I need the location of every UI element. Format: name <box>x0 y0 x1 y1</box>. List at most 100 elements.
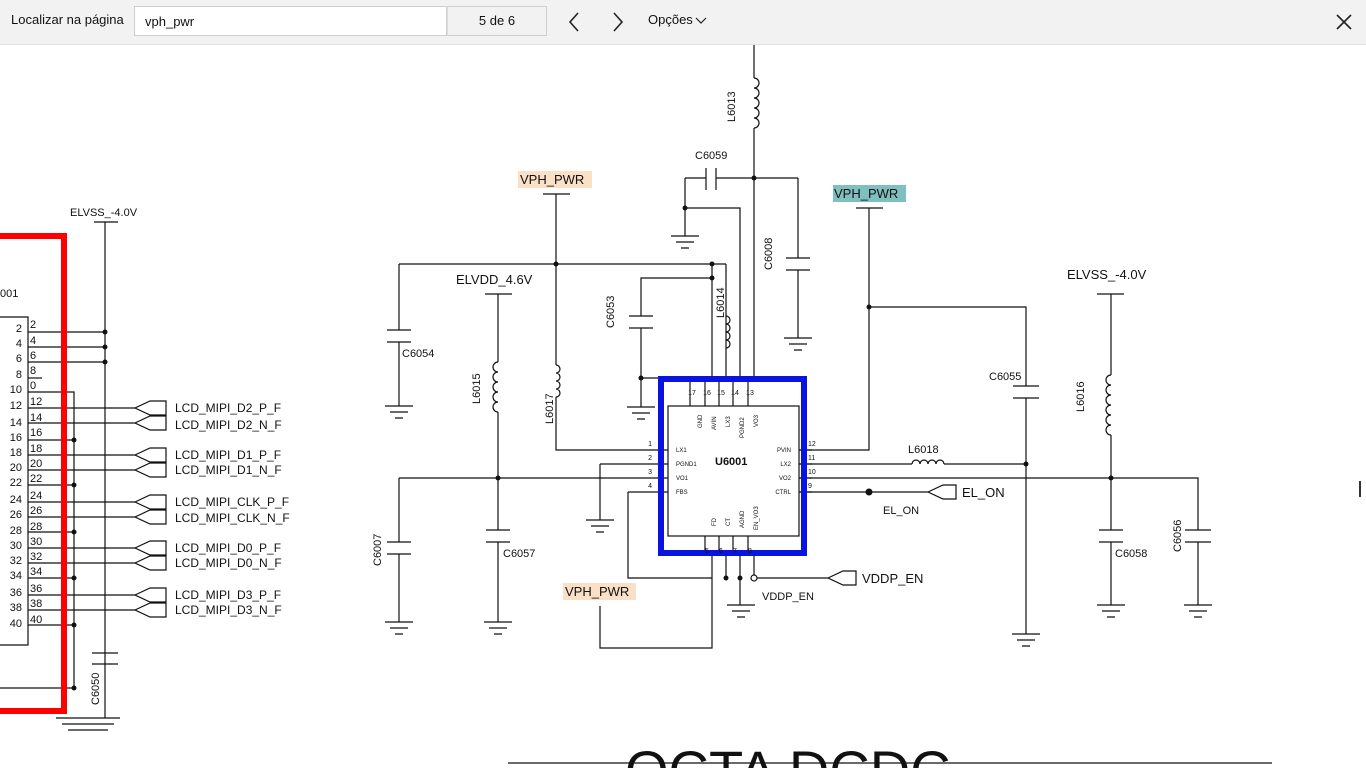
port-label-el-on: EL_ON <box>962 485 1005 500</box>
pin-right: 8 <box>30 365 36 377</box>
find-label: Localizar na página <box>11 12 124 27</box>
ref-label: C6053 <box>605 296 617 328</box>
ic-u6001: U6001 17 16 15 14 13 5 6 7 8 GND AVIN LX… <box>648 390 816 555</box>
pin-left: 2 <box>16 323 22 335</box>
pin-right: 20 <box>30 458 42 470</box>
pin-right: 26 <box>30 505 42 517</box>
pin-left: 20 <box>10 462 22 474</box>
component-labels: C6050 C6054 C6053 C6059 C6008 C6055 C605… <box>90 91 1184 705</box>
signal-label: LCD_MIPI_CLK_N_F <box>175 511 290 525</box>
scrollbar-indicator[interactable] <box>1359 481 1361 497</box>
ref-label: C6057 <box>503 548 535 560</box>
ic-pin-name: GND <box>698 414 704 428</box>
pin-left: 24 <box>10 494 22 506</box>
ref-label: C6007 <box>372 534 384 566</box>
schematic-canvas: 001 2 4 6 8 10 12 14 16 18 20 22 24 26 2… <box>0 45 1272 768</box>
ic-pin-name: VO1 <box>676 476 689 482</box>
ic-pin-number: 4 <box>648 483 652 490</box>
ic-pin-name: AVIN <box>712 416 718 430</box>
pin-left: 4 <box>16 338 22 350</box>
match-counter: 5 de 6 <box>447 6 547 36</box>
ref-label: L6015 <box>471 373 483 404</box>
pin-left: 6 <box>16 353 22 365</box>
pin-right: 14 <box>30 412 42 424</box>
pin-left: 10 <box>10 384 22 396</box>
ic-pin-number: 16 <box>703 390 711 397</box>
net-label-elvss: ELVSS_-4.0V <box>70 207 138 219</box>
pin-right: 12 <box>30 396 42 408</box>
pin-right: 4 <box>30 335 36 347</box>
net-label-vddp-en: VDDP_EN <box>762 591 814 603</box>
ic-pin-number: 9 <box>808 483 812 490</box>
pin-left: 22 <box>10 477 22 489</box>
ref-label: L6013 <box>726 91 738 122</box>
mipi-signal-labels: LCD_MIPI_D2_P_F LCD_MIPI_D2_N_F LCD_MIPI… <box>175 401 290 617</box>
connector-pins: 001 2 4 6 8 10 12 14 16 18 20 22 24 26 2… <box>0 288 42 630</box>
ic-pin-number: 1 <box>648 441 652 448</box>
pin-right: 32 <box>30 551 42 563</box>
ic-highlight-box <box>658 376 807 556</box>
pin-left: 18 <box>10 447 22 459</box>
ic-pin-number: 11 <box>808 455 815 462</box>
previous-match-button[interactable] <box>558 6 590 38</box>
signal-label: LCD_MIPI_D1_P_F <box>175 448 281 462</box>
ic-pin-number: 13 <box>746 390 754 397</box>
find-in-page-bar: Localizar na página 5 de 6 Opções <box>0 0 1366 45</box>
ic-pin-name: CT <box>726 518 732 526</box>
ref-label: C6056 <box>1172 520 1184 552</box>
pin-right: 22 <box>30 473 42 485</box>
pin-left: 40 <box>10 618 22 630</box>
ic-pin-number: 17 <box>688 390 696 397</box>
close-icon <box>1336 14 1352 30</box>
connector-ref: 001 <box>0 288 18 300</box>
ic-pin-number: 15 <box>717 390 725 397</box>
ref-label: C6008 <box>763 238 775 270</box>
ref-label: L6018 <box>908 444 939 456</box>
pin-right: 36 <box>30 583 42 595</box>
ic-pin-name: LX2 <box>780 462 791 468</box>
ref-label: L6014 <box>715 287 727 318</box>
active-match-highlight <box>833 185 906 202</box>
ref-label: C6058 <box>1115 548 1147 560</box>
pin-right: 16 <box>30 427 42 439</box>
options-label: Opções <box>648 12 693 27</box>
ic-pin-name: EN_VO3 <box>754 506 760 530</box>
ref-label: C6059 <box>695 150 727 162</box>
match-highlight <box>518 171 592 188</box>
chevron-down-icon <box>695 17 707 24</box>
pin-right: 6 <box>30 350 36 362</box>
pin-left: 12 <box>10 400 22 412</box>
ic-pin-name: VO2 <box>779 476 792 482</box>
pin-left: 8 <box>16 369 22 381</box>
signal-label: LCD_MIPI_D0_P_F <box>175 541 281 555</box>
pin-left: 34 <box>10 570 22 582</box>
options-button[interactable]: Opções <box>648 12 707 27</box>
ref-label: C6050 <box>90 673 102 705</box>
pin-right: 28 <box>30 521 42 533</box>
net-label-el-on: EL_ON <box>883 505 919 517</box>
pin-right: 34 <box>30 566 42 578</box>
chevron-left-icon <box>568 12 579 32</box>
match-highlight <box>563 583 636 600</box>
ic-ref: U6001 <box>715 456 747 468</box>
ic-pin-name: PVIN <box>777 448 791 454</box>
ic-pin-number: 6 <box>719 548 723 555</box>
ref-label: L6017 <box>544 393 556 424</box>
port-label-vddp-en: VDDP_EN <box>862 571 923 586</box>
ic-pin-name: CTRL <box>775 490 791 496</box>
connector-highlight-box <box>0 233 67 714</box>
search-input[interactable] <box>134 6 447 36</box>
net-label-vph-pwr: VPH_PWR <box>565 584 629 599</box>
pin-left: 28 <box>10 525 22 537</box>
pin-right: 2 <box>30 319 36 331</box>
ref-label: L6016 <box>1075 381 1087 412</box>
pin-right: 40 <box>30 614 42 626</box>
net-label-elvss: ELVSS_-4.0V <box>1067 267 1147 282</box>
ic-pin-name: LX3 <box>726 416 732 427</box>
pin-right: 38 <box>30 598 42 610</box>
signal-label: LCD_MIPI_D3_N_F <box>175 603 282 617</box>
next-match-button[interactable] <box>602 6 634 38</box>
ic-pin-name: FD <box>712 517 718 526</box>
close-find-button[interactable] <box>1328 6 1360 38</box>
ic-pin-name: VO3 <box>754 414 760 427</box>
